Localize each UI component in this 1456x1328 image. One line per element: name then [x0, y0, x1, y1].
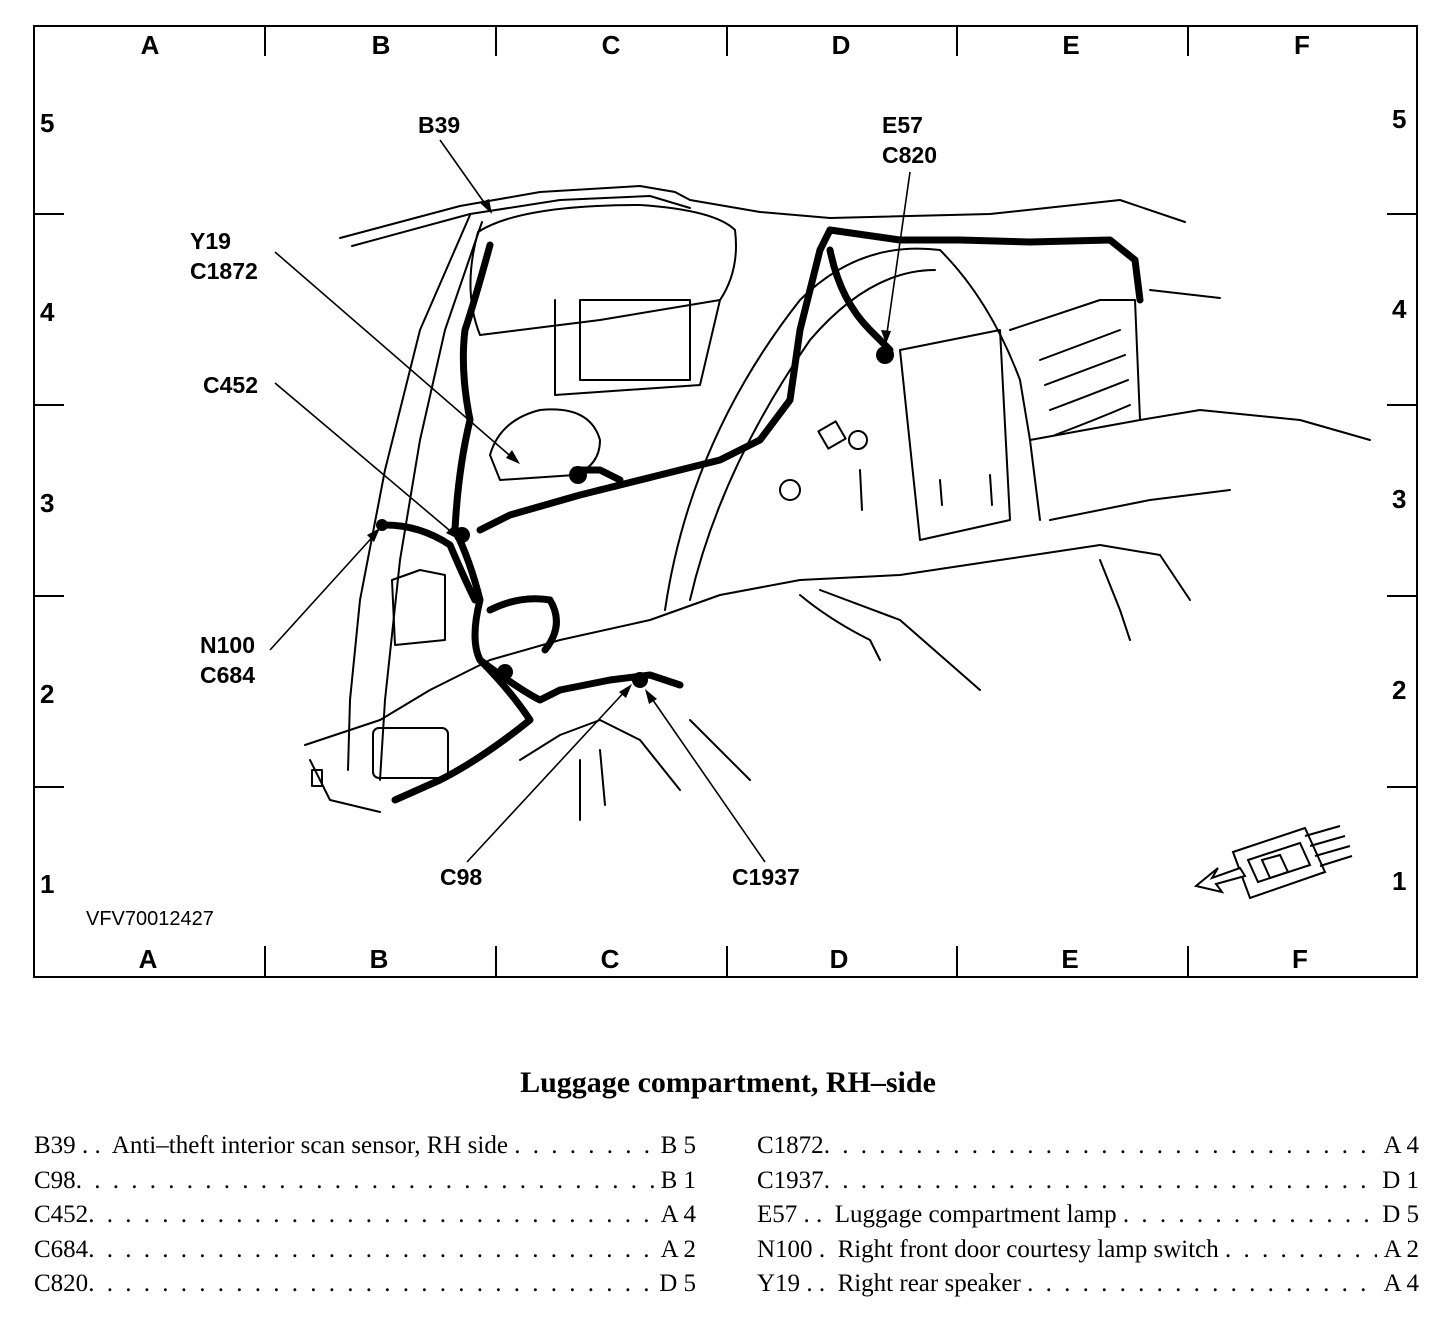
dot-leader [824, 1132, 1377, 1160]
column-label-bottom: C [600, 944, 620, 974]
index-row: C684 A 2 [34, 1236, 696, 1271]
grid-location: D 5 [659, 1270, 696, 1297]
column-label-bottom: A [138, 944, 158, 974]
callout-n100-c684: N100 C684 [200, 632, 255, 688]
grid-location: A 4 [1383, 1132, 1419, 1159]
diagram-caption: Luggage compartment, RH–side [520, 1066, 936, 1099]
column-label-top: E [1062, 30, 1080, 60]
component-code: C1937 [757, 1166, 824, 1194]
dot-leader [88, 1270, 654, 1298]
row-label-right: 2 [1392, 675, 1407, 705]
grid-location: A 4 [1383, 1270, 1419, 1297]
grid-location: D 5 [1382, 1201, 1419, 1228]
column-label-top: B [371, 30, 391, 60]
dot-leader [824, 1167, 1377, 1195]
component-description: . Right front door courtesy lamp switch [812, 1235, 1226, 1263]
callout-y19-c1872: Y19 C1872 [190, 228, 258, 284]
callout-c1937: C1937 [732, 864, 800, 890]
column-label-bottom: B [369, 944, 389, 974]
index-row: C1872 A 4 [757, 1132, 1419, 1167]
component-index-left: B39 . . Anti–theft interior scan sensor,… [34, 1132, 696, 1305]
component-description: . . Anti–theft interior scan sensor, RH … [75, 1132, 515, 1159]
index-row: E57 . . Luggage compartment lamp D 5 [757, 1201, 1419, 1236]
row-label-right: 1 [1392, 866, 1407, 896]
component-code: N100 [757, 1235, 813, 1263]
figure-id: VFV70012427 [86, 908, 214, 930]
index-row: C1937 D 1 [757, 1167, 1419, 1202]
component-code: C452 [34, 1201, 89, 1228]
component-index-right: C1872 A 4 C1937 D 1 E57 . . Luggage compartm… [757, 1132, 1419, 1305]
row-label-left: 3 [40, 488, 55, 518]
dot-leader [1225, 1236, 1377, 1264]
row-label-right: 4 [1392, 294, 1407, 324]
grid-location: B 1 [660, 1166, 696, 1194]
component-code: Y19 [757, 1270, 801, 1297]
grid-location: B 5 [660, 1132, 696, 1159]
leader-arrowheads [367, 199, 891, 704]
component-code: C1872 [757, 1132, 824, 1159]
dot-leader [1123, 1201, 1377, 1229]
grid-ticks [34, 26, 1417, 977]
component-code: C98 [34, 1166, 76, 1194]
index-row: C98 B 1 [34, 1167, 696, 1202]
row-label-left: 2 [40, 679, 55, 709]
vehicle-orientation-icon [1193, 825, 1353, 900]
component-code: B39 [34, 1132, 76, 1159]
index-row: B39 . . Anti–theft interior scan sensor,… [34, 1132, 696, 1167]
grid-location: A 2 [660, 1235, 696, 1263]
grid-frame [33, 25, 1418, 978]
grid-location: A 4 [660, 1201, 696, 1228]
wiring-harness [381, 226, 1144, 804]
luggage-compartment-diagram: A B C D E F A B C D E F 5 4 3 2 1 5 4 3 … [33, 25, 1418, 978]
component-description: . . Right rear speaker [800, 1270, 1028, 1297]
callout-e57-c820: E57 C820 [882, 112, 937, 168]
component-code: E57 [757, 1201, 798, 1228]
row-label-right: 3 [1392, 484, 1407, 514]
column-label-top: A [140, 30, 160, 60]
column-label-bottom: F [1292, 944, 1308, 974]
index-row: C452 A 4 [34, 1201, 696, 1236]
column-label-bottom: D [829, 944, 849, 974]
component-code: C820 [34, 1270, 89, 1297]
row-label-right: 5 [1392, 104, 1407, 134]
callout-c98: C98 [440, 864, 483, 890]
dot-leader [88, 1201, 654, 1229]
dot-leader [76, 1167, 654, 1195]
callout-b39: B39 [418, 112, 461, 138]
grid-location: D 1 [1382, 1166, 1419, 1194]
index-row: Y19 . . Right rear speaker A 4 [757, 1270, 1419, 1305]
grid-location: A 2 [1383, 1235, 1419, 1263]
column-label-top: F [1294, 30, 1310, 60]
row-label-left: 1 [40, 869, 55, 899]
column-label-top: C [601, 30, 621, 60]
dot-leader [1027, 1270, 1377, 1298]
index-row: C820 D 5 [34, 1270, 696, 1305]
row-label-left: 5 [40, 108, 55, 138]
row-label-left: 4 [40, 297, 55, 327]
index-row: N100 . Right front door courtesy lamp sw… [757, 1236, 1419, 1271]
component-code: C684 [34, 1235, 89, 1263]
diagram-drawing [33, 25, 1418, 978]
column-label-bottom: E [1061, 944, 1079, 974]
column-label-top: D [831, 30, 851, 60]
dot-leader [514, 1132, 654, 1160]
component-description: . . Luggage compartment lamp [797, 1201, 1123, 1228]
connector-marks [376, 346, 894, 688]
leader-lines [269, 139, 911, 863]
dot-leader [88, 1236, 654, 1264]
callout-c452: C452 [203, 372, 258, 398]
